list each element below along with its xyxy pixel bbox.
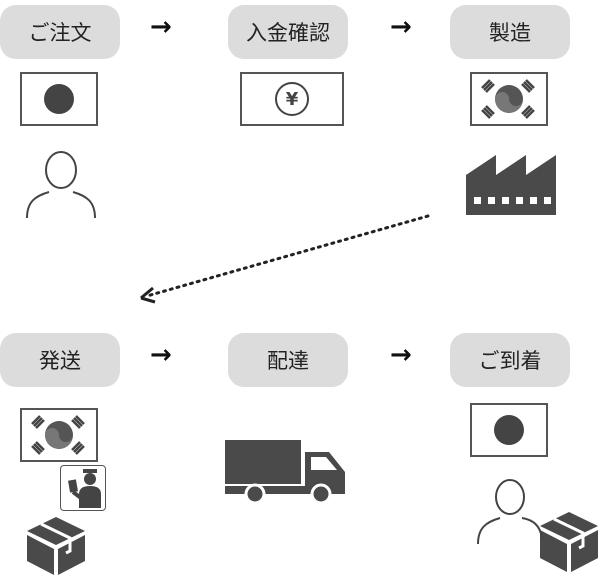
step-ship: 発送 bbox=[0, 333, 120, 387]
korea-flag-icon bbox=[470, 72, 548, 126]
person-icon bbox=[477, 479, 543, 545]
arrow-right-icon: → bbox=[390, 340, 412, 370]
truck-icon bbox=[225, 440, 345, 504]
arrow-right-icon: → bbox=[150, 340, 172, 370]
step-order: ご注文 bbox=[0, 5, 120, 59]
package-icon bbox=[540, 512, 598, 572]
korea-flag-icon bbox=[20, 408, 98, 462]
step-arrival: ご到着 bbox=[450, 333, 570, 387]
person-icon bbox=[26, 151, 96, 219]
japan-flag-icon bbox=[470, 403, 548, 457]
yen-icon: ¥ bbox=[275, 82, 309, 116]
step-manufacture: 製造 bbox=[450, 5, 570, 59]
customs-officer-icon bbox=[60, 465, 106, 511]
dotted-arrow-icon bbox=[140, 214, 430, 304]
japan-flag-icon bbox=[20, 72, 98, 126]
banknote-icon: ¥ bbox=[240, 72, 344, 126]
step-payment: 入金確認 bbox=[228, 5, 348, 59]
package-icon bbox=[27, 517, 85, 575]
step-delivery: 配達 bbox=[228, 333, 348, 387]
arrow-right-icon: → bbox=[150, 12, 172, 42]
arrow-right-icon: → bbox=[390, 12, 412, 42]
factory-icon bbox=[466, 155, 556, 215]
